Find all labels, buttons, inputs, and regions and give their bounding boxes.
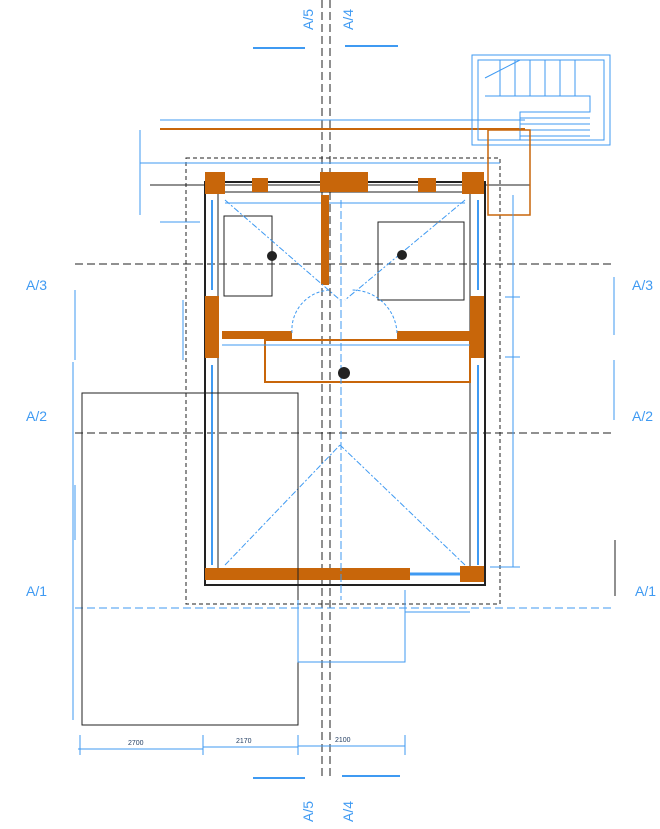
axis-label-a4-top: A/4 [340,9,356,30]
axis-label-a1-left: A/1 [26,583,47,599]
axis-label-a1-right: A/1 [635,583,656,599]
side-dimensions [72,195,520,720]
dimension-label: 2100 [335,737,351,744]
walls [204,172,486,586]
exterior-stair [471,54,611,146]
axis-label-a3-right: A/3 [632,277,653,293]
dimension-label: 2700 [128,740,144,747]
landing [487,129,531,216]
dimension-label: 2170 [236,738,252,745]
entrance-outline [297,590,406,663]
bottom-dimensions: 2700 2170 2100 [78,735,406,755]
interior [222,199,471,600]
roof-outline [185,157,501,605]
axis-label-a5-bottom: A/5 [300,801,316,822]
terrace-outline [81,392,299,726]
axis-label-a3-left: A/3 [26,277,47,293]
axis-label-a5-top: A/5 [300,9,316,30]
axis-label-a2-right: A/2 [632,408,653,424]
grid-axes [75,0,612,780]
axis-label-a4-bottom: A/4 [340,801,356,822]
axis-label-a2-left: A/2 [26,408,47,424]
axis-markers [74,45,616,779]
